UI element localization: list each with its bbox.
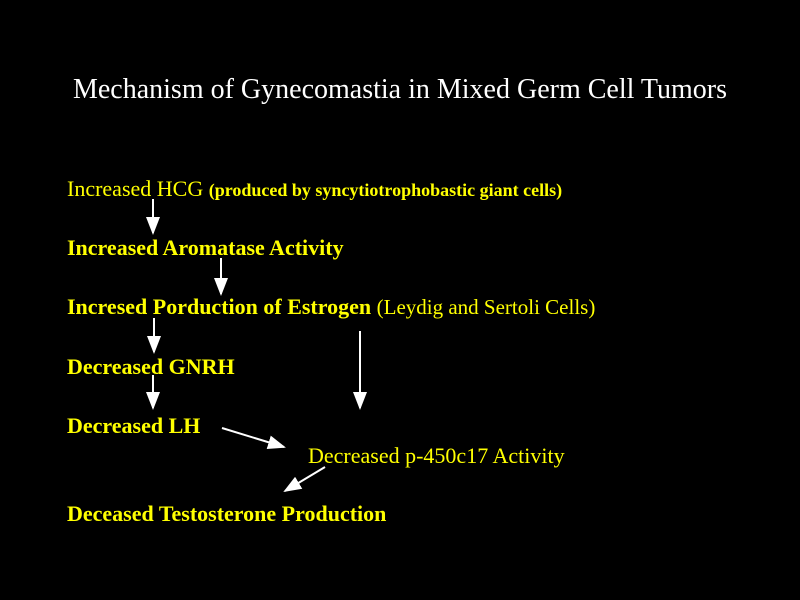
step-increased-estrogen: Incresed Porduction of Estrogen (Leydig …: [67, 294, 595, 320]
slide-title: Mechanism of Gynecomastia in Mixed Germ …: [72, 74, 728, 105]
step-increased-aromatase: Increased Aromatase Activity: [67, 235, 344, 260]
step-increased-hcg-paren: (produced by syncytiotrophobastic giant …: [208, 180, 563, 200]
step-increased-estrogen-main: Incresed Porduction of Estrogen: [67, 294, 377, 319]
step-decreased-p450: Decreased p-450c17 Activity: [308, 443, 565, 468]
step-increased-hcg-main: Increased HCG: [67, 176, 209, 201]
step-decreased-lh: Decreased LH: [67, 413, 201, 438]
step-decreased-gnrh: Decreased GNRH: [67, 354, 235, 379]
arrow-lh-to-p450: [221, 427, 286, 450]
step-deceased-testosterone: Deceased Testosterone Production: [67, 501, 387, 526]
step-increased-hcg: Increased HCG (produced by syncytiotroph…: [67, 176, 562, 203]
arrow-p450-to-testosterone: [283, 466, 326, 493]
step-increased-estrogen-paren: (Leydig and Sertoli Cells): [376, 295, 596, 319]
